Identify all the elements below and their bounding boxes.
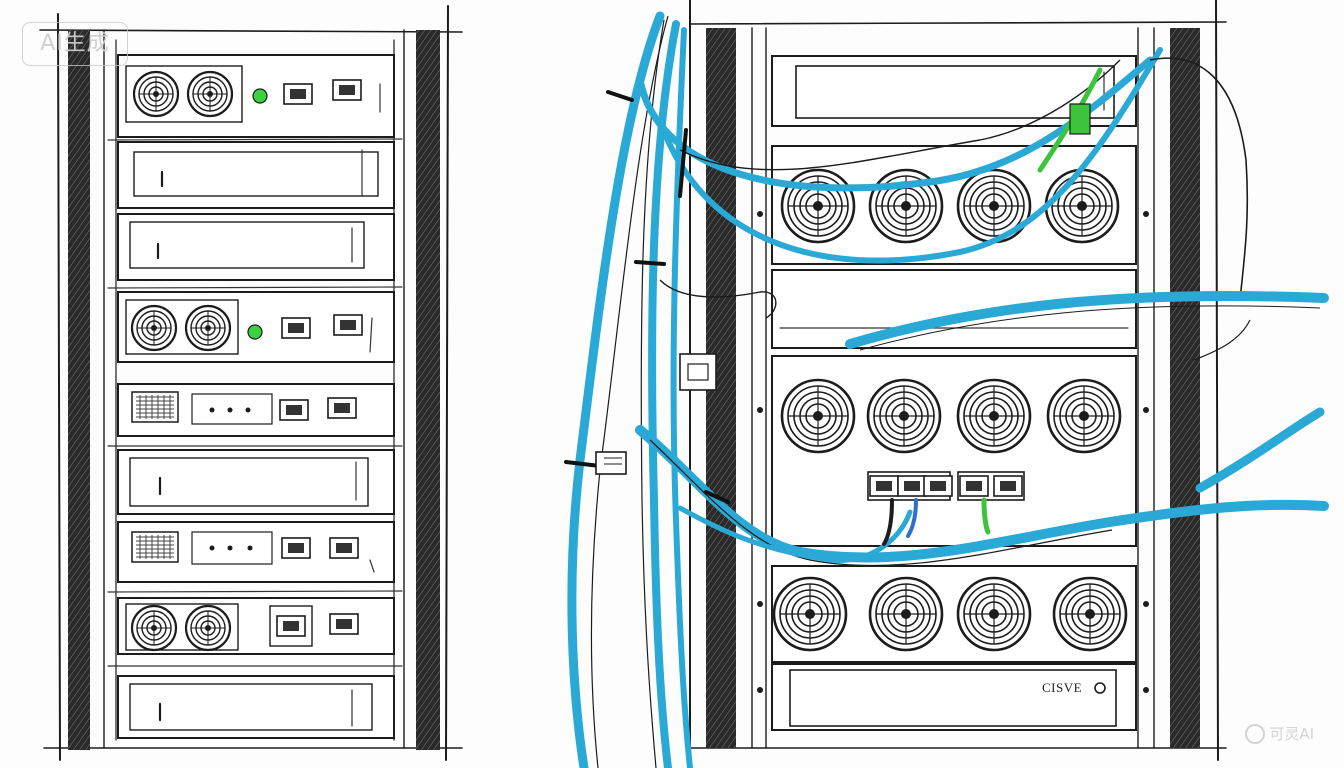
left-unit-1	[117, 54, 395, 138]
watermark-bottom-right: 可灵AI	[1245, 723, 1314, 744]
cable-bundle	[564, 11, 1329, 768]
left-unit-5	[117, 383, 395, 437]
device-label: CISVE	[1042, 680, 1083, 695]
left-rack-post-right	[416, 30, 440, 750]
left-unit-6	[117, 449, 395, 515]
status-led-icon	[247, 324, 263, 340]
right-unit-blank-top	[771, 55, 1137, 127]
left-unit-8	[117, 597, 395, 655]
right-unit-bottom	[771, 663, 1137, 731]
right-fan-unit-3	[771, 565, 1137, 663]
rj45-plug-icon	[1069, 103, 1091, 135]
rj45-plug-icon	[595, 451, 627, 475]
right-unit-blank-mid	[771, 269, 1137, 349]
left-unit-9	[117, 675, 395, 739]
right-fan-unit-1	[771, 145, 1137, 265]
left-unit-3	[117, 213, 395, 281]
left-unit-7	[117, 521, 395, 583]
rj45-plug-icon	[679, 353, 717, 391]
left-unit-2	[117, 141, 395, 209]
right-rack	[564, 0, 1329, 768]
right-fan-unit-2	[771, 355, 1137, 547]
watermark-top-left: AI生成	[22, 22, 128, 66]
status-led-icon	[252, 88, 268, 104]
watermark-text: 可灵AI	[1269, 725, 1314, 743]
watermark-logo-icon	[1245, 723, 1266, 744]
right-rack-post-right	[1170, 28, 1200, 748]
left-rack	[39, 5, 463, 761]
left-rack-post-left	[68, 30, 90, 750]
left-unit-4	[117, 291, 395, 363]
